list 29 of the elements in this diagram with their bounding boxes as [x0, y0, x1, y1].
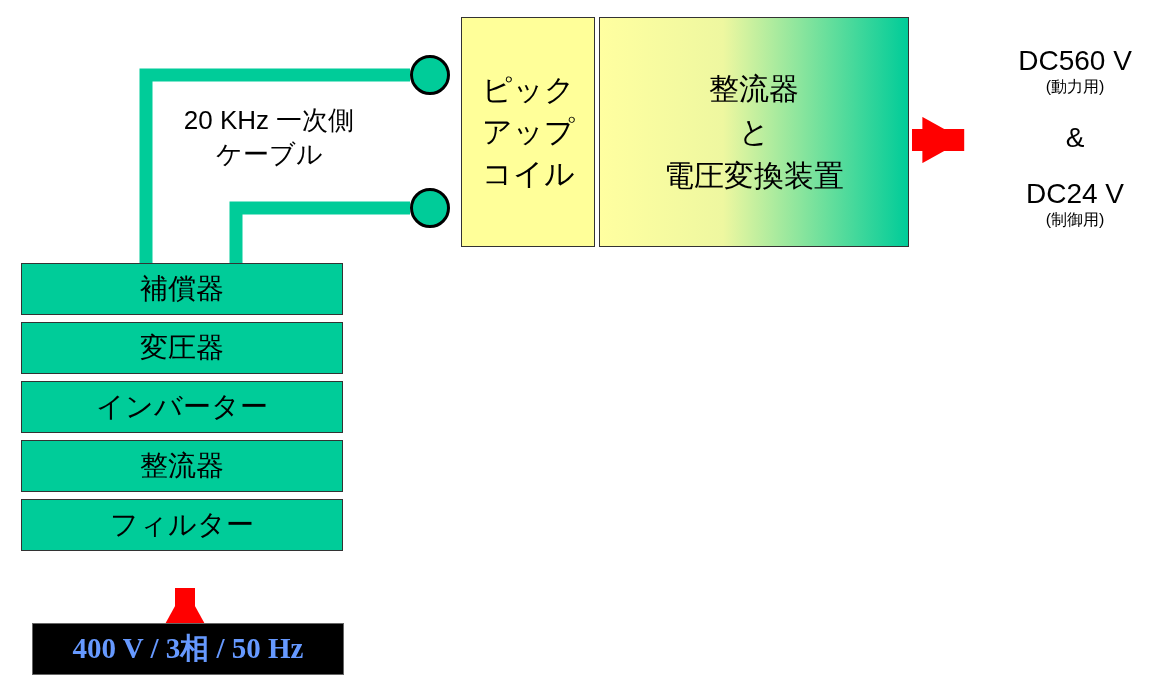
voltage-label: DC24 V — [1025, 178, 1124, 210]
box-label: 整流器 — [140, 449, 224, 483]
process-box — [21, 440, 343, 492]
terminal-circle — [410, 55, 450, 95]
box-label: インバーター — [96, 390, 268, 424]
process-box — [21, 322, 343, 374]
power-source-box — [32, 623, 344, 675]
box-label: 整流器 — [709, 70, 799, 107]
arrow — [912, 116, 965, 164]
pickup-coil-box — [461, 17, 595, 247]
box-label: と — [738, 114, 770, 151]
usage-note: (動力用) — [1045, 77, 1105, 97]
cable-line — [229, 201, 410, 263]
ampersand-text: & — [1065, 122, 1085, 154]
process-box — [21, 499, 343, 551]
box-label: 変圧器 — [140, 331, 224, 365]
process-box — [21, 263, 343, 315]
converter-box — [599, 17, 909, 247]
terminal-circle — [410, 188, 450, 228]
box-label: 400 V / 3相 / 50 Hz — [72, 631, 304, 666]
cable-line — [139, 68, 410, 263]
cable-label: 20 KHz 一次側ケーブル — [182, 104, 356, 171]
box-label: 電圧変換装置 — [664, 157, 844, 194]
process-box — [21, 381, 343, 433]
box-label: フィルター — [110, 508, 254, 542]
usage-note: (制御用) — [1045, 210, 1105, 230]
box-label: ピックアップコイル — [481, 72, 575, 192]
box-label: 補償器 — [140, 272, 224, 306]
voltage-label: DC560 V — [1018, 45, 1132, 77]
